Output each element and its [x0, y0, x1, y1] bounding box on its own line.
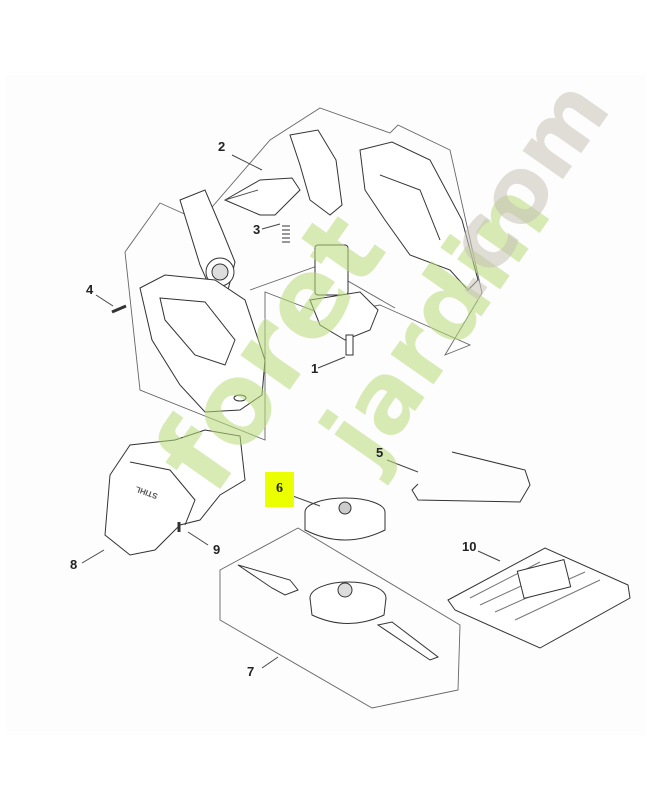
screw-part-4	[111, 304, 127, 314]
wire-bracket	[411, 451, 531, 503]
callout-8[interactable]: 8	[70, 557, 78, 572]
callout-6-highlighted[interactable]: 6	[265, 472, 294, 507]
callout-2[interactable]: 2	[218, 139, 226, 154]
mowing-head-base	[304, 497, 386, 541]
callout-10[interactable]: 10	[462, 539, 477, 554]
callout-5[interactable]: 5	[376, 445, 384, 460]
kit-7-blade-left	[237, 564, 299, 596]
lower-housing	[139, 274, 266, 413]
motor-unit	[309, 244, 379, 356]
callout-7[interactable]: 7	[247, 664, 255, 679]
kit-7-blade-right	[376, 621, 440, 661]
kit-7-head	[309, 581, 387, 624]
spring	[282, 225, 290, 243]
kit-7-frame	[219, 527, 461, 709]
callout-1[interactable]: 1	[311, 361, 319, 376]
deflector	[104, 429, 246, 556]
blade-set-pack	[447, 547, 631, 649]
callout-4[interactable]: 4	[86, 282, 94, 297]
housing-right-shell	[359, 141, 479, 291]
callout-3[interactable]: 3	[253, 222, 261, 237]
housing-group-frame	[124, 107, 483, 441]
housing-left-handle	[179, 189, 236, 293]
trigger-part	[223, 177, 301, 216]
leader-lines	[81, 154, 501, 669]
housing-center-piece	[289, 129, 343, 216]
callout-9[interactable]: 9	[213, 542, 221, 557]
